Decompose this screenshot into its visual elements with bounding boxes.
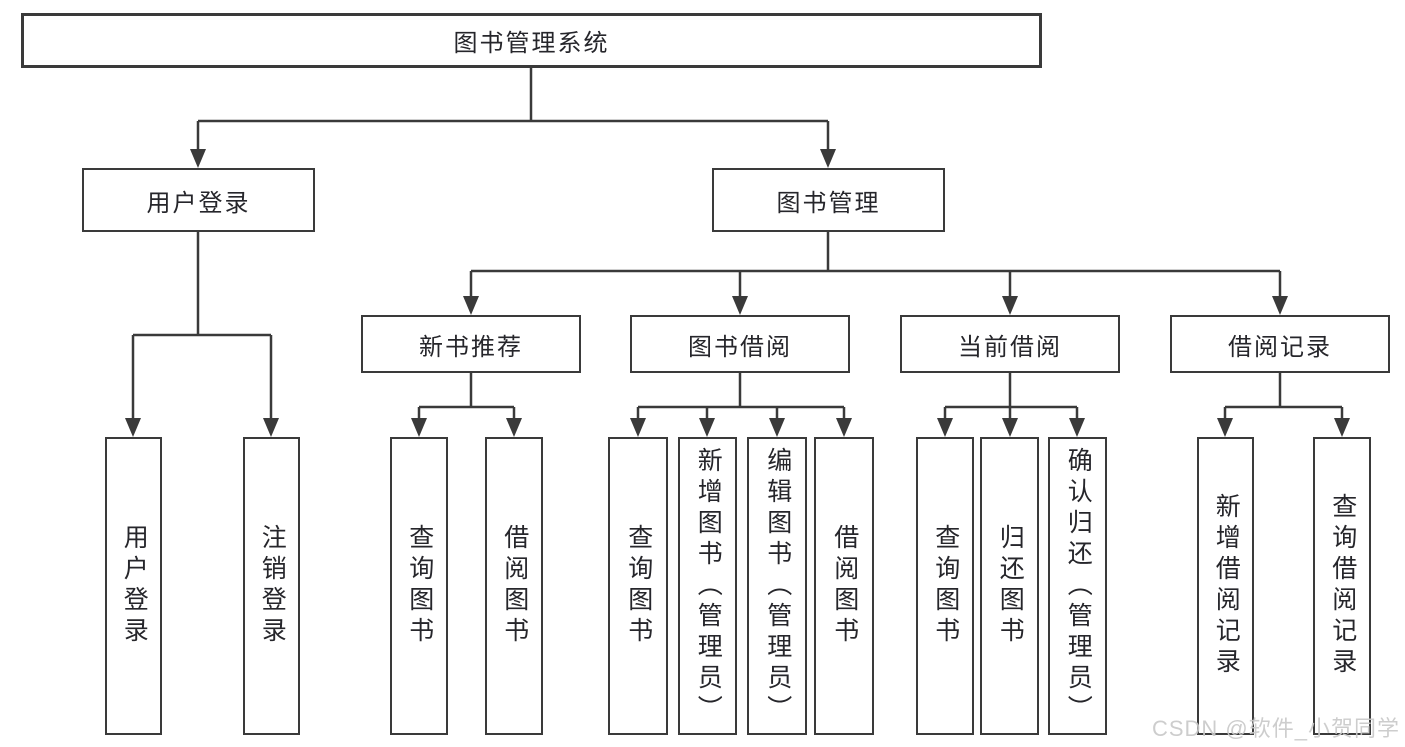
node-label: 确认归还（管理员） <box>1064 446 1093 726</box>
node-label: 用户登录 <box>120 524 149 648</box>
connector-shafts <box>131 68 1344 421</box>
leaf-cb-query-books: 查询图书 <box>916 437 974 735</box>
node-label: 新增图书（管理员） <box>694 446 723 726</box>
leaf-nbr-query-books: 查询图书 <box>390 437 448 735</box>
node-user-login: 用户登录 <box>82 168 315 232</box>
node-label: 借阅图书 <box>500 524 529 648</box>
node-label: 编辑图书（管理员） <box>763 446 792 726</box>
leaf-cb-return-books: 归还图书 <box>980 437 1039 735</box>
node-label: 查询图书 <box>624 524 653 648</box>
csdn-watermark: CSDN @软件_小贺同学 <box>1151 716 1400 741</box>
node-label: 查询图书 <box>931 524 960 648</box>
leaf-nbr-borrow-books: 借阅图书 <box>485 437 543 735</box>
arrowheads <box>125 149 1350 437</box>
node-current-borrowing: 当前借阅 <box>900 315 1120 373</box>
node-label: 归还图书 <box>996 524 1025 648</box>
node-label: 查询借阅记录 <box>1328 493 1357 679</box>
node-label: 注销登录 <box>258 524 287 648</box>
node-label: 查询图书 <box>405 524 434 648</box>
leaf-bb-add-books-admin: 新增图书（管理员） <box>678 437 737 735</box>
leaf-bb-query-books: 查询图书 <box>608 437 668 735</box>
node-book-management: 图书管理 <box>712 168 945 232</box>
leaf-bb-edit-books-admin: 编辑图书（管理员） <box>747 437 807 735</box>
leaf-br-query-borrow-record: 查询借阅记录 <box>1313 437 1371 735</box>
node-book-borrowing: 图书借阅 <box>630 315 850 373</box>
leaf-bb-borrow-books: 借阅图书 <box>814 437 874 735</box>
leaf-user-login: 用户登录 <box>105 437 162 735</box>
node-label: 借阅图书 <box>830 524 859 648</box>
leaf-logout-login: 注销登录 <box>243 437 300 735</box>
node-library-management-system: 图书管理系统 <box>21 13 1042 68</box>
node-borrowing-records: 借阅记录 <box>1170 315 1390 373</box>
node-label: 新增借阅记录 <box>1212 493 1241 679</box>
leaf-cb-confirm-return-admin: 确认归还（管理员） <box>1048 437 1107 735</box>
leaf-br-add-borrow-record: 新增借阅记录 <box>1197 437 1254 735</box>
node-new-book-recommend: 新书推荐 <box>361 315 581 373</box>
